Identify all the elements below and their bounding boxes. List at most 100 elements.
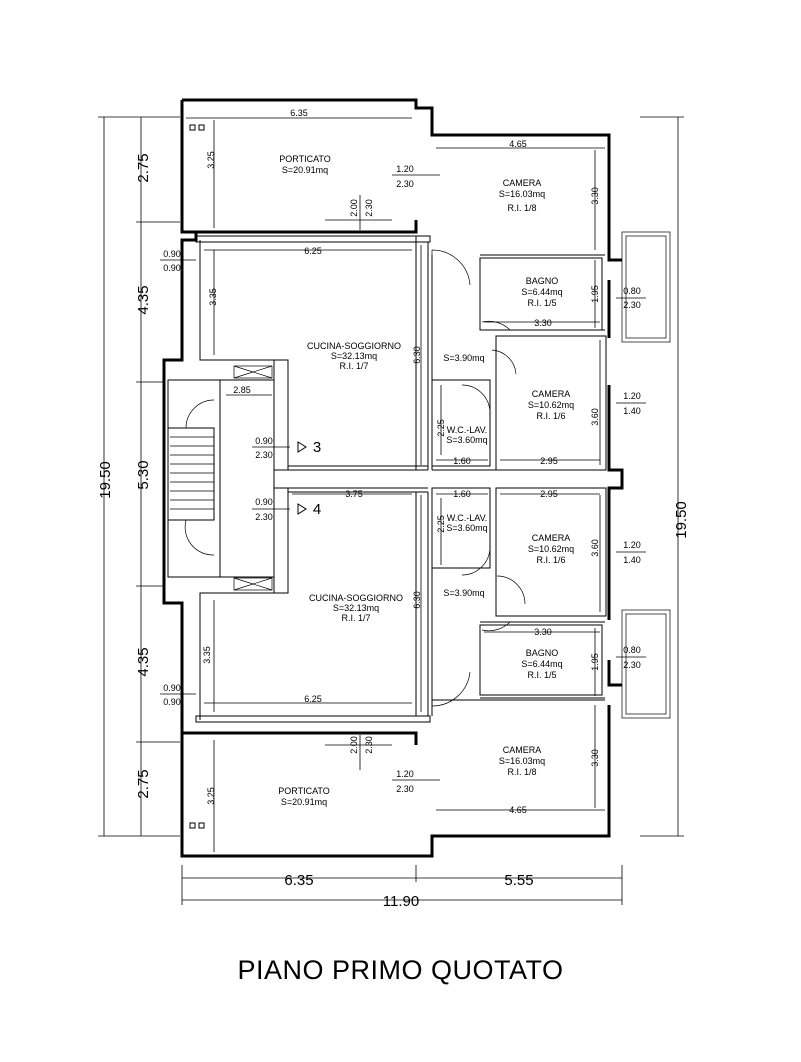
- dim-stair-width: 2.85: [233, 385, 251, 395]
- dim-camera-bottom-height: 3.30: [590, 749, 600, 767]
- camera2-top-area: S=10.62mq: [528, 400, 574, 410]
- balcony-top-b: 2.30: [623, 300, 641, 310]
- porticato-bottom-name: PORTICATO: [278, 786, 330, 796]
- win-bottom-b: 2.30: [396, 784, 414, 794]
- dim-opening-top-a: 2.00: [349, 199, 359, 217]
- dim-wc-bottom-height: 2.25: [436, 515, 446, 533]
- dimension-texts: 19.50 19.50 2.75 4.35 5.30 4.35 2.75 6.3…: [97, 108, 690, 910]
- balcony-top-a: 0.80: [623, 286, 641, 296]
- dim-left-seg-4: 4.35: [135, 647, 152, 676]
- camera2-bottom-name: CAMERA: [532, 533, 571, 543]
- cucina-top-area: S=32.13mq: [331, 351, 377, 361]
- apartment-3-number: 3: [313, 439, 321, 456]
- porticato-bottom-area: S=20.91mq: [281, 797, 327, 807]
- dim-bottom-total: 11.90: [383, 893, 419, 910]
- disimpegno-bottom-area: S=3.90mq: [443, 588, 484, 598]
- door-4-a: 0.90: [255, 497, 273, 507]
- dim-cucina-bottom-height: 6.30: [412, 591, 422, 609]
- dim-cucina-bottom-width: 3.75: [345, 489, 363, 499]
- cucina-top-ri: R.I. 1/7: [339, 361, 368, 371]
- camera-bottom-name: CAMERA: [503, 745, 542, 755]
- dim-camera-bottom-width: 4.65: [509, 805, 527, 815]
- dim-left-seg-2: 4.35: [135, 285, 152, 314]
- win-camera2-top-a: 1.20: [623, 391, 641, 401]
- win-left-bottom-b: 0.90: [163, 697, 181, 707]
- balcony-bottom-a: 0.80: [623, 645, 641, 655]
- dim-cucina-bottom-lower-width: 6.25: [304, 694, 322, 704]
- camera2-bottom-area: S=10.62mq: [528, 544, 574, 554]
- win-top-b: 2.30: [396, 179, 414, 189]
- dim-bagno-top-height: 1.95: [590, 285, 600, 303]
- cucina-top-name: CUCINA-SOGGIORNO: [307, 341, 401, 351]
- camera-top-name: CAMERA: [503, 178, 542, 188]
- win-left-top-a: 0.90: [163, 249, 181, 259]
- bagno-bottom-ri: R.I. 1/5: [527, 670, 556, 680]
- dim-bottom-left: 6.35: [284, 872, 313, 889]
- wc-top-name: W.C.-LAV.: [447, 425, 488, 435]
- dim-camera2-top-height: 3.60: [590, 408, 600, 426]
- win-top-a: 1.20: [396, 164, 414, 174]
- dim-bottom-right: 5.55: [504, 872, 533, 889]
- dim-total-left: 19.50: [97, 461, 114, 499]
- bagno-top-ri: R.I. 1/5: [527, 298, 556, 308]
- win-camera2-bottom-b: 1.40: [623, 555, 641, 565]
- camera-bottom-ri: R.I. 1/8: [507, 767, 536, 777]
- cucina-bottom-area: S=32.13mq: [333, 603, 379, 613]
- bagno-bottom-name: BAGNO: [526, 648, 559, 658]
- dim-cucina-top-left-height: 3.35: [208, 288, 218, 306]
- dim-opening-bottom-a: 2.00: [349, 736, 359, 754]
- door-3-b: 2.30: [255, 450, 273, 460]
- dim-left-seg-3: 5.30: [135, 460, 152, 489]
- bagno-top-name: BAGNO: [526, 276, 559, 286]
- cucina-bottom-name: CUCINA-SOGGIORNO: [309, 593, 403, 603]
- door-3-a: 0.90: [255, 436, 273, 446]
- dim-cucina-top-height: 6.30: [412, 346, 422, 364]
- dim-bagno-bottom-height: 1.95: [590, 653, 600, 671]
- dim-camera2-bottom-height: 3.60: [590, 539, 600, 557]
- dimension-lines: [98, 116, 684, 905]
- outer-walls: [162, 98, 624, 858]
- disimpegno-top-area: S=3.90mq: [443, 353, 484, 363]
- wc-top-area: S=3.60mq: [446, 435, 487, 445]
- inner-walls: [167, 124, 671, 829]
- dim-porticato-top-height: 3.25: [206, 151, 216, 169]
- dim-wc-top-height: 2.25: [436, 419, 446, 437]
- camera2-top-name: CAMERA: [532, 389, 571, 399]
- dim-camera-top-height: 3.30: [590, 187, 600, 205]
- apartment-4-number: 4: [313, 501, 321, 518]
- win-left-top-b: 0.90: [163, 263, 181, 273]
- dim-cucina-bottom-left-height: 3.35: [202, 646, 212, 664]
- wc-bottom-area: S=3.60mq: [446, 523, 487, 533]
- dim-left-seg-1: 2.75: [135, 153, 152, 182]
- porticato-top-area: S=20.91mq: [282, 165, 328, 175]
- dim-bagno-bottom-width: 3.30: [534, 627, 552, 637]
- bagno-bottom-area: S=6.44mq: [521, 659, 562, 669]
- win-left-bottom-a: 0.90: [163, 683, 181, 693]
- dim-camera2-top-width: 2.95: [540, 456, 558, 466]
- dim-opening-top-b: 2.30: [364, 199, 374, 217]
- camera-top-area: S=16.03mq: [499, 189, 545, 199]
- room-labels: PORTICATO S=20.91mq CAMERA S=16.03mq R.I…: [278, 154, 574, 807]
- drawing-title: PIANO PRIMO QUOTATO: [237, 955, 564, 985]
- dim-camera2-bottom-width: 2.95: [540, 489, 558, 499]
- win-bottom-a: 1.20: [396, 769, 414, 779]
- dim-total-right: 19.50: [673, 501, 690, 539]
- camera-top-ri: R.I. 1/8: [507, 203, 536, 213]
- win-camera2-bottom-a: 1.20: [623, 540, 641, 550]
- porticato-top-name: PORTICATO: [279, 154, 331, 164]
- dim-wc-bottom-width: 1.60: [453, 489, 471, 499]
- wc-bottom-name: W.C.-LAV.: [447, 513, 488, 523]
- cucina-bottom-ri: R.I. 1/7: [341, 613, 370, 623]
- dim-porticato-bottom-height: 3.25: [206, 787, 216, 805]
- camera2-bottom-ri: R.I. 1/6: [536, 555, 565, 565]
- dim-wc-top-width: 1.60: [453, 456, 471, 466]
- dim-opening-bottom-b: 2.30: [364, 736, 374, 754]
- door-4-b: 2.30: [255, 512, 273, 522]
- dim-left-seg-5: 2.75: [135, 769, 152, 798]
- dim-cucina-top-width: 6.25: [304, 246, 322, 256]
- camera-bottom-area: S=16.03mq: [499, 756, 545, 766]
- camera2-top-ri: R.I. 1/6: [536, 411, 565, 421]
- dim-camera-top-width: 4.65: [509, 139, 527, 149]
- win-camera2-top-b: 1.40: [623, 406, 641, 416]
